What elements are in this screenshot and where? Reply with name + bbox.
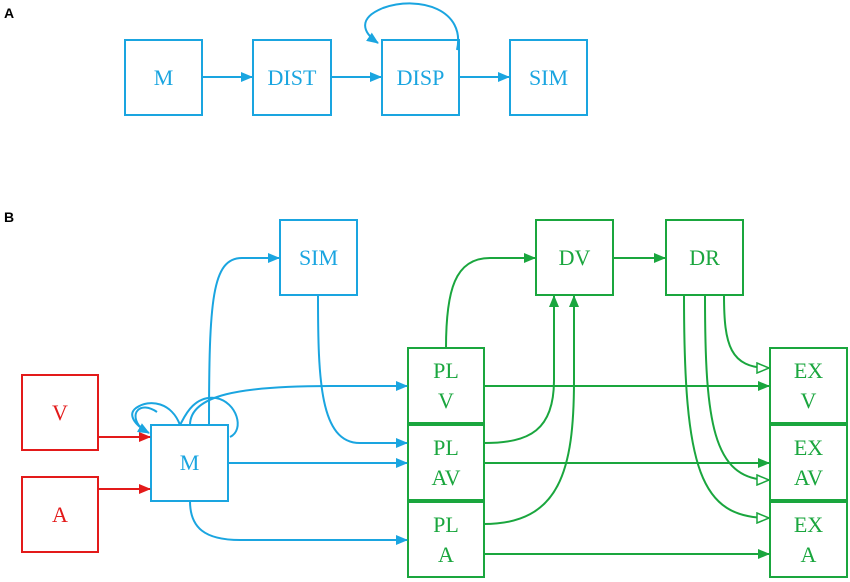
panel-a-node-dist-label: DIST [268,65,317,90]
edge-a-disp-self-loop [364,2,460,51]
panel-b-node-v-label: V [52,400,68,425]
panel-b-node-ex-av-line1: EX [794,435,823,460]
panel-b-node-pl-v-line2: V [438,388,454,413]
panel-b-node-dr-label: DR [689,245,720,270]
edge-b-m-sim [208,253,280,426]
panel-b-node-v: V [21,374,99,451]
panel-b-node-ex-a: EX A [769,501,848,578]
panel-b-node-ex-av-line2: AV [794,465,823,490]
panel-b-node-pl-a-line2: A [438,542,454,567]
panel-b-node-sim: SIM [279,219,358,296]
edge-b-m-pl-a [189,500,408,545]
edge-b-pl-v-dv [445,253,536,349]
panel-b-node-pl-a-line1: PL [433,512,459,537]
edge-b-sim-pl-av [317,294,408,448]
edge-b-dr-ex-a [683,294,769,518]
panel-b-node-pl-a: PL A [407,501,485,578]
panel-b-node-ex-av: EX AV [769,424,848,501]
panel-b-node-ex-a-line2: A [801,542,817,567]
panel-b-node-m-label: M [180,450,200,475]
panel-b-node-dv: DV [535,219,614,296]
panel-b-node-pl-v-line1: PL [433,358,459,383]
panel-b-node-pl-av-line2: AV [432,465,461,490]
panel-a-node-dist: DIST [252,39,332,116]
panel-a-node-disp-label: DISP [397,65,445,90]
panel-b-node-dr: DR [665,219,744,296]
edge-b-m-self-loop-b [131,402,181,434]
panel-a-node-disp: DISP [381,39,460,116]
panel-b-node-pl-av-line1: PL [433,435,459,460]
panel-b-node-m: M [150,424,229,502]
panel-b-label: B [4,209,14,225]
panel-a-label: A [4,5,14,21]
panel-b-node-dv-label: DV [559,245,591,270]
edge-b-dr-ex-av [704,294,769,480]
edge-b-m-pl-v [189,381,408,426]
edge-b-dr-ex-v [723,294,769,368]
panel-a-node-m-label: M [154,65,174,90]
panel-b-node-pl-v: PL V [407,347,485,424]
panel-a-node-sim-label: SIM [529,65,568,90]
panel-b-node-a-label: A [52,502,68,527]
panel-b-node-ex-v-line2: V [801,388,817,413]
panel-a-node-sim: SIM [509,39,588,116]
panel-b-node-a: A [21,476,99,553]
edge-b-pl-a-dv [483,295,579,525]
panel-b-node-ex-v: EX V [769,347,848,424]
panel-b-node-ex-v-line1: EX [794,358,823,383]
edge-b-pl-av-dv [483,295,559,444]
panel-b-node-sim-label: SIM [299,245,338,270]
panel-b-node-pl-av: PL AV [407,424,485,501]
panel-a-node-m: M [124,39,203,116]
panel-b-node-ex-a-line1: EX [794,512,823,537]
